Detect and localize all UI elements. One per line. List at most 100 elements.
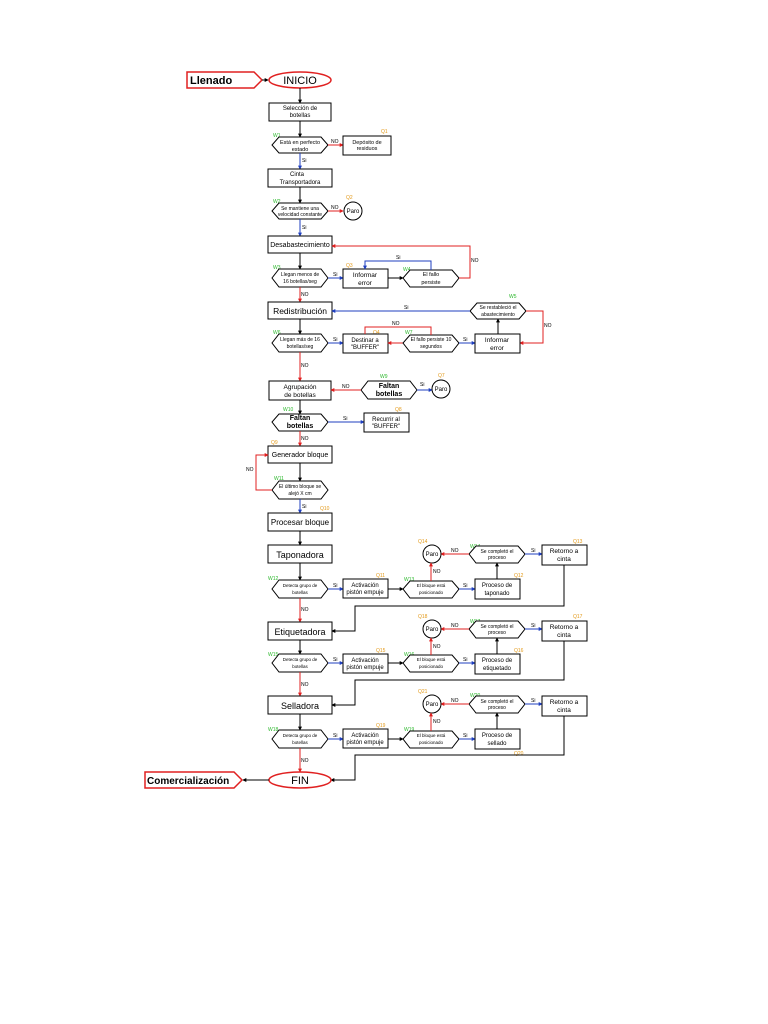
seleccion-botellas-box: Selección de botellas (268, 102, 332, 122)
svg-text:pistón empuje: pistón empuje (346, 740, 384, 746)
edge-label-si: Si (343, 416, 347, 422)
proceso-sellado-box: Proceso de sellado (474, 728, 521, 750)
generador-bloque-box: Generador bloque (267, 445, 333, 464)
edge-label-no: NO (301, 292, 309, 298)
edge-label-no: NO (301, 758, 309, 764)
q-tag: Q21 (418, 689, 428, 695)
edge-label-si: Si (404, 305, 408, 311)
w-tag: W7 (405, 330, 413, 336)
decision-perfecto-estado: Está en perfecto estado (271, 136, 329, 154)
edge-label-no: NO (433, 644, 441, 650)
w-tag: W4 (403, 267, 411, 273)
edge-label-no: NO (301, 436, 309, 442)
svg-text:Transportadora: Transportadora (280, 180, 321, 186)
w-tag: W19 (404, 727, 415, 733)
svg-text:taponado: taponado (484, 591, 510, 597)
svg-text:16 botellas/seg: 16 botellas/seg (283, 279, 317, 285)
svg-text:cinta: cinta (557, 707, 571, 714)
decision-velocidad-constante: Se mantiene una velocidad constante (271, 202, 329, 220)
w-tag: W6 (273, 330, 281, 336)
svg-text:sellado: sellado (487, 741, 507, 747)
w-tag: W3 (273, 265, 281, 271)
decision-completo-3: Se completó el proceso (468, 695, 526, 714)
edge-no-loop (364, 326, 432, 335)
svg-text:proceso: proceso (488, 630, 506, 636)
decision-llegan-mas: Llegan más de 16 botellas/seg (271, 333, 329, 353)
retorno-cinta-box-3: Retorno a cinta (541, 695, 588, 717)
edge-si-loop (363, 260, 432, 270)
inicio-terminal: INICIO (268, 71, 332, 89)
edge-label-si: Si (333, 272, 337, 278)
svg-text:Detecta grupo de: Detecta grupo de (283, 733, 318, 738)
svg-text:Paro: Paro (435, 387, 448, 393)
retorno-cinta-box-1: Retorno a cinta (541, 544, 588, 566)
edge-retorno-2 (331, 641, 565, 707)
svg-text:Se completó el: Se completó el (480, 699, 513, 705)
etiquetadora-box: Etiquetadora (267, 621, 333, 641)
edge-label-no: NO (301, 682, 309, 688)
svg-text:"BUFFER": "BUFFER" (372, 424, 400, 430)
edge-label-no: NO (433, 719, 441, 725)
edge-retorno-3 (330, 716, 565, 782)
svg-text:Se completó el: Se completó el (480, 624, 513, 630)
edge-label-no: NO (301, 363, 309, 369)
decision-detecta-grupo-1: Detecta grupo de botellas (271, 579, 329, 599)
svg-text:Desabastecimiento: Desabastecimiento (270, 242, 330, 249)
decision-faltan-botellas-1: Faltan botellas (360, 380, 418, 400)
paro-node: Paro (422, 544, 442, 564)
svg-text:El bloque está: El bloque está (417, 733, 446, 738)
svg-text:Detecta grupo de: Detecta grupo de (283, 657, 318, 662)
edge-label-si: Si (463, 583, 467, 589)
paro-node: Paro (422, 694, 442, 714)
llenado-label: Llenado (190, 75, 232, 87)
paro-node: Paro (422, 619, 442, 639)
activacion-piston-box-3: Activación pistón empuje (342, 728, 389, 749)
edge-label-no: NO (433, 569, 441, 575)
edge-label-si: Si (396, 255, 400, 261)
paro-node: Paro (431, 379, 451, 399)
svg-text:error: error (490, 345, 505, 352)
svg-text:pistón empuje: pistón empuje (346, 590, 384, 596)
q-tag: Q17 (573, 614, 583, 620)
q-tag: Q7 (438, 373, 445, 379)
comercializacion-terminal: Comercialización (144, 771, 244, 789)
q-tag: Q12 (514, 573, 524, 579)
w-tag: W18 (268, 727, 279, 733)
edge-label-si: Si (302, 158, 306, 164)
edge-label-no: NO (451, 698, 459, 704)
svg-text:Paro: Paro (426, 552, 439, 558)
edge-label-no: NO (392, 321, 400, 327)
svg-text:alejó X cm: alejó X cm (288, 491, 311, 497)
edge-label-si: Si (333, 583, 337, 589)
edge-label-si: Si (531, 623, 535, 629)
destinar-buffer-box: Destinar a "BUFFER" (342, 333, 389, 354)
recurrir-buffer-box: Recurrir al "BUFFER" (363, 412, 410, 433)
svg-text:El fallo: El fallo (423, 272, 440, 278)
decision-detecta-grupo-2: Detecta grupo de botellas (271, 653, 329, 673)
cinta-transportadora-box: Cinta Transportadora (267, 168, 333, 188)
svg-text:persiste: persiste (421, 280, 440, 286)
svg-text:Recurrir al: Recurrir al (372, 417, 400, 423)
decision-faltan-botellas-2: Faltan botellas (271, 413, 329, 432)
edge-label-no: NO (331, 205, 339, 211)
edge-retorno-1 (331, 565, 565, 633)
svg-text:"BUFFER": "BUFFER" (351, 345, 379, 351)
decision-detecta-grupo-3: Detecta grupo de botellas (271, 729, 329, 749)
svg-text:Detecta grupo de: Detecta grupo de (283, 583, 318, 588)
svg-text:Paro: Paro (426, 627, 439, 633)
decision-completo-1: Se completó el proceso (468, 545, 526, 564)
q-tag: Q11 (376, 573, 385, 579)
svg-text:botellas/seg: botellas/seg (287, 344, 314, 350)
q-tag: Q20 (514, 751, 524, 757)
svg-text:botellas: botellas (287, 423, 314, 430)
edge-label-no: NO (544, 323, 552, 329)
paro-node: Paro (343, 201, 363, 221)
selladora-box: Selladora (267, 695, 333, 715)
svg-text:Depósito de: Depósito de (352, 140, 381, 146)
svg-text:proceso: proceso (488, 555, 506, 561)
activacion-piston-box-1: Activación pistón empuje (342, 578, 389, 599)
q-tag: Q2 (346, 195, 353, 201)
svg-text:Etiquetadora: Etiquetadora (274, 627, 325, 637)
edge-label-si: Si (333, 337, 337, 343)
edge-label-si: Si (463, 337, 467, 343)
